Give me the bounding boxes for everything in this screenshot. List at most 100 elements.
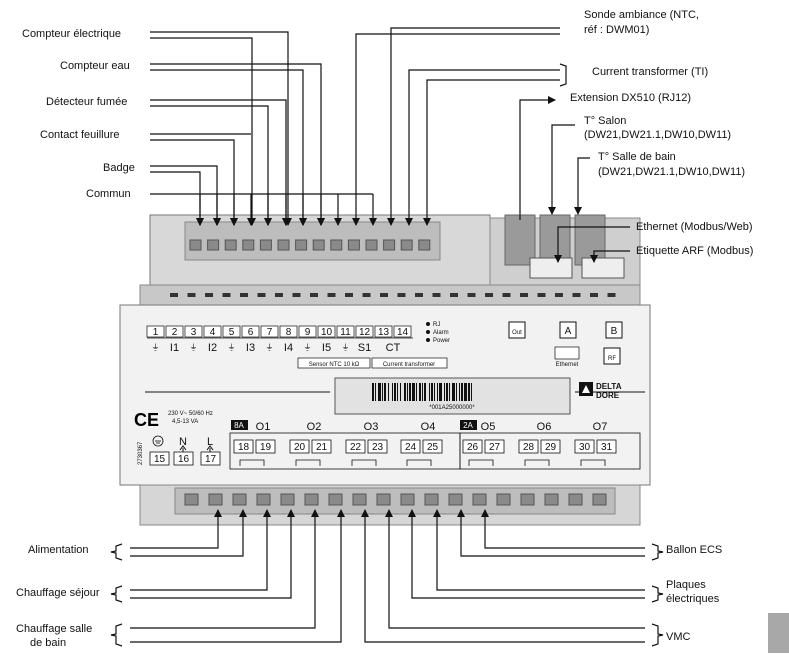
rating-2a-badge bbox=[460, 420, 477, 430]
wire-plaques-2 bbox=[408, 509, 645, 599]
wires bbox=[110, 27, 664, 647]
output-terminal-number: 27 bbox=[489, 442, 501, 453]
vent-slot bbox=[327, 293, 336, 297]
bottom-screw bbox=[592, 493, 607, 506]
output-terminal-number: 25 bbox=[427, 442, 439, 453]
output-terminal-number: 23 bbox=[372, 442, 384, 453]
upper-shoulder bbox=[139, 284, 641, 306]
rj12-connector bbox=[504, 214, 536, 266]
relay-contact-icon bbox=[406, 459, 432, 466]
label-ballon-ecs: Ballon ECS bbox=[666, 544, 722, 556]
top-terminal-number: 8 bbox=[286, 327, 292, 338]
brand-logo-triangle bbox=[582, 385, 590, 393]
vent-slot bbox=[310, 293, 318, 297]
output-terminal-number: 20 bbox=[294, 442, 306, 453]
barcode-bar bbox=[471, 383, 472, 401]
top-screw bbox=[330, 239, 343, 251]
wire-ct-2 bbox=[423, 79, 560, 226]
label-commun: Commun bbox=[86, 188, 131, 200]
top-screw bbox=[207, 239, 220, 251]
current-transformer-box bbox=[371, 357, 448, 369]
top-screw bbox=[277, 239, 290, 251]
top-terminal-number: 5 bbox=[229, 327, 235, 338]
top-terminal-box bbox=[317, 325, 336, 338]
vent-slot bbox=[275, 293, 283, 297]
rating-8a-text: 8A bbox=[234, 421, 244, 430]
port-out-icon bbox=[508, 321, 526, 339]
barcode-bar bbox=[412, 383, 415, 401]
vent-slot bbox=[555, 293, 563, 297]
label-plaques-2: électriques bbox=[666, 593, 720, 605]
power-terminal-box bbox=[149, 451, 170, 466]
port-out-label: Out bbox=[512, 330, 522, 336]
power-terminal-number: 17 bbox=[205, 454, 217, 465]
output-terminal-box bbox=[233, 439, 254, 454]
output-terminal-number: 26 bbox=[467, 442, 479, 453]
output-label: O3 bbox=[364, 421, 379, 433]
bottom-screw bbox=[568, 493, 583, 506]
output-terminal-number: 29 bbox=[545, 442, 557, 453]
rating-power: 4,5-13 VA bbox=[172, 419, 198, 425]
top-screw bbox=[383, 239, 396, 251]
top-terminal-number: 4 bbox=[210, 327, 216, 338]
vents-top bbox=[170, 293, 616, 297]
vent-slot bbox=[205, 293, 213, 297]
relay-contact-icon bbox=[468, 459, 494, 466]
power-label-n: N bbox=[179, 436, 187, 448]
input-label: I5 bbox=[322, 342, 331, 354]
barcode-bar bbox=[452, 383, 455, 401]
output-terminal-box bbox=[289, 439, 310, 454]
bottom-screw bbox=[544, 493, 559, 506]
barcode-text: *001A25000000* bbox=[429, 405, 475, 411]
vent-slot bbox=[467, 293, 476, 297]
output-terminal-number: 30 bbox=[579, 442, 591, 453]
output-label: O7 bbox=[593, 421, 608, 433]
vent-slot bbox=[572, 293, 581, 297]
bottom-screw bbox=[400, 493, 415, 506]
top-terminal-box bbox=[165, 325, 184, 338]
output-terminal-box bbox=[345, 439, 366, 454]
label-etiquette-arf: Etiquette ARF (Modbus) bbox=[636, 245, 753, 257]
relay-contact-icon bbox=[524, 459, 550, 466]
top-terminal-number: 9 bbox=[305, 327, 311, 338]
rating-voltage: 230 V~ 50/60 Hz bbox=[168, 411, 213, 417]
wire-vmc-2 bbox=[361, 509, 645, 643]
wire-ballon-1 bbox=[481, 509, 645, 549]
output-label: O5 bbox=[481, 421, 496, 433]
top-screw bbox=[347, 239, 360, 251]
wire-extension bbox=[519, 96, 556, 220]
wire-plaques-1 bbox=[433, 509, 645, 591]
led-alarm bbox=[426, 330, 430, 334]
label-plaques-1: Plaques bbox=[666, 579, 706, 591]
label-t-sdb-2: (DW21,DW21.1,DW10,DW11) bbox=[598, 166, 745, 178]
bottom-screw bbox=[448, 493, 463, 506]
bottom-screw bbox=[352, 493, 367, 506]
barcode-bar bbox=[404, 383, 406, 401]
top-terminal-box bbox=[241, 325, 260, 338]
output-terminal-box bbox=[462, 439, 483, 454]
output-label: O2 bbox=[307, 421, 322, 433]
bottom-screw bbox=[496, 493, 511, 506]
barcode-bar bbox=[372, 383, 374, 401]
led-power-label: Power bbox=[433, 338, 450, 344]
barcode-bar bbox=[446, 383, 448, 401]
barcode-bar bbox=[400, 383, 401, 401]
barcode-bar bbox=[431, 383, 433, 401]
ground-symbol: ⏚ bbox=[152, 343, 160, 352]
vent-slot bbox=[485, 293, 493, 297]
vent-slot bbox=[607, 293, 616, 297]
label-t-salon-1: T° Salon bbox=[584, 115, 626, 127]
outputs-2a-frame bbox=[459, 432, 641, 470]
barcode-bar bbox=[464, 383, 467, 401]
brace-left bbox=[110, 543, 123, 561]
top-terminal-box bbox=[298, 325, 317, 338]
wire-chauffage-sejour-1 bbox=[130, 509, 271, 591]
wire-sonde-ambiance-2 bbox=[355, 33, 560, 194]
label-ethernet: Ethernet (Modbus/Web) bbox=[636, 221, 753, 233]
vent-slot bbox=[292, 293, 301, 297]
top-terminal-box bbox=[203, 325, 222, 338]
ground-symbol: ⏚ bbox=[190, 343, 198, 352]
output-terminal-number: 21 bbox=[316, 442, 328, 453]
wire-ct bbox=[405, 69, 560, 226]
